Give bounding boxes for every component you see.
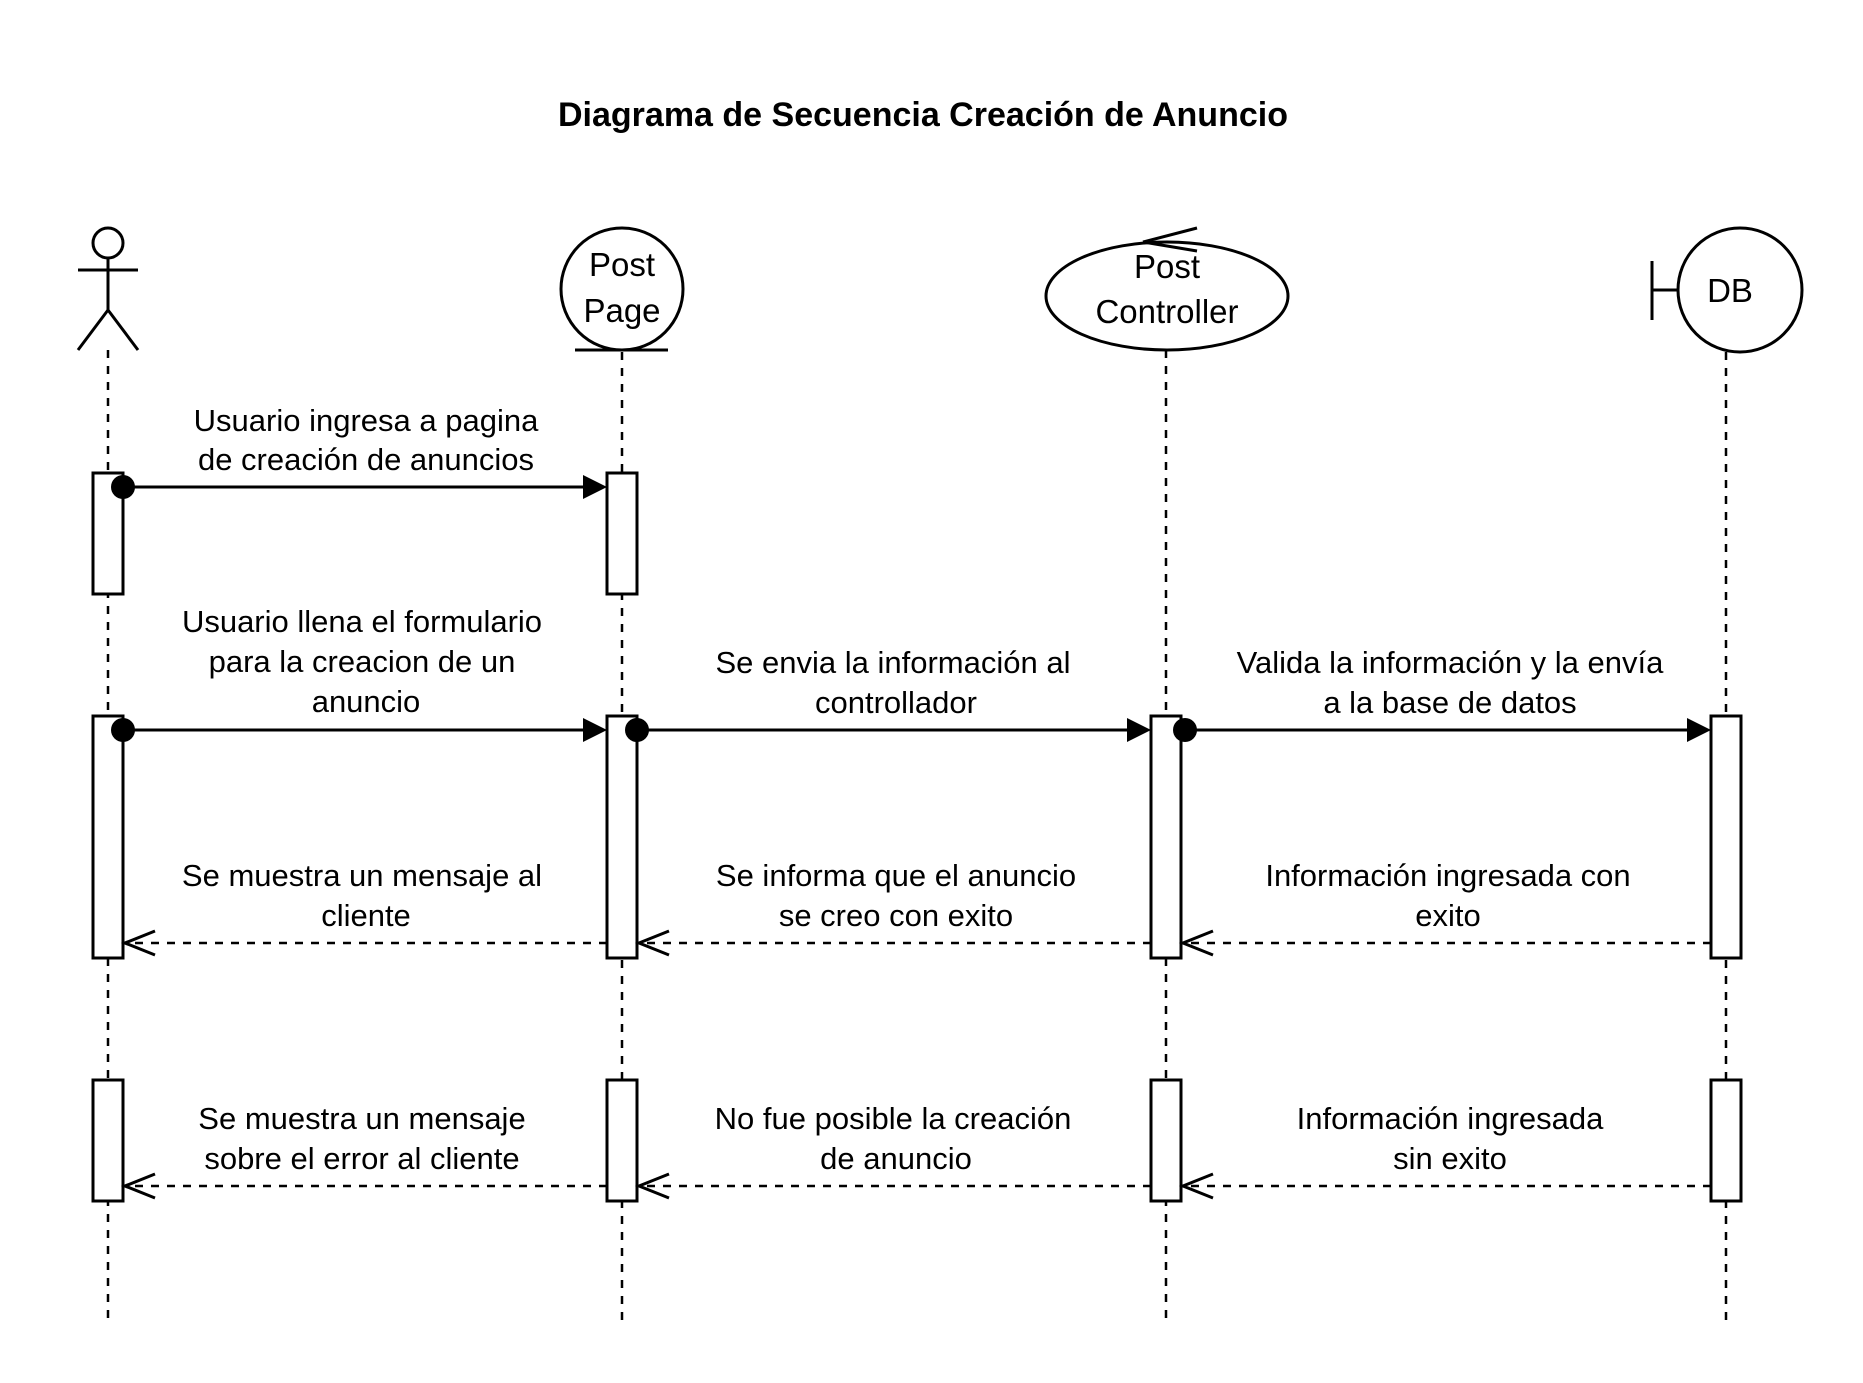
post-page-label-line1: Post [589,246,655,283]
message-label: Se muestra un mensaje al [182,858,542,893]
message-label: Se envia la información al [716,645,1071,680]
return-controller-failure: No fue posible la creación de anuncio [634,1101,1151,1200]
message-label: Información ingresada [1297,1101,1604,1136]
return-page-success: Se muestra un mensaje al cliente [120,858,607,957]
actor-user [76,226,140,351]
return-controller-success: Se informa que el anuncio se creo con ex… [634,858,1151,957]
message-label: Usuario ingresa a pagina [194,403,539,438]
message-label: cliente [321,898,411,933]
activation-page-1 [605,471,639,596]
message-label: Se muestra un mensaje [198,1101,525,1136]
message-label: sobre el error al cliente [204,1141,519,1176]
message-label: Información ingresada con [1265,858,1630,893]
message-label: Usuario llena el formulario [182,604,542,639]
message-label: sin exito [1393,1141,1507,1176]
control-post-controller: Post Controller [1044,226,1290,352]
message-fill-form: Usuario llena el formulario para la crea… [111,604,607,742]
activation-db-2 [1709,1078,1743,1203]
message-label: de anuncio [820,1141,972,1176]
boundary-db: DB [1650,226,1804,354]
message-label: controllador [815,685,977,720]
return-db-success: Información ingresada con exito [1178,858,1711,957]
activation-controller-2 [1149,1078,1183,1203]
message-label: se creo con exito [779,898,1013,933]
post-controller-label-line1: Post [1134,248,1200,285]
message-label: para la creacion de un [209,644,516,679]
message-label: No fue posible la creación [715,1101,1072,1136]
message-label: Valida la información y la envía [1237,645,1665,680]
return-page-failure: Se muestra un mensaje sobre el error al … [120,1101,607,1200]
message-enter-page: Usuario ingresa a pagina de creación de … [111,403,607,499]
diagram-title: Diagrama de Secuencia Creación de Anunci… [558,96,1288,134]
post-page-label-line2: Page [583,292,660,329]
db-label: DB [1707,272,1753,309]
message-label: exito [1415,898,1480,933]
message-label: a la base de datos [1323,685,1576,720]
message-label: de creación de anuncios [198,442,534,477]
message-label: anuncio [312,684,421,719]
message-validate-and-send: Valida la información y la envía a la ba… [1173,645,1711,742]
activation-user-3 [91,1078,125,1203]
return-db-failure: Información ingresada sin exito [1178,1101,1711,1200]
entity-post-page: Post Page [559,226,685,352]
message-send-to-controller: Se envia la información al controllador [625,645,1151,742]
activation-controller-1 [1149,714,1183,960]
post-controller-label-line2: Controller [1095,293,1238,330]
message-label: Se informa que el anuncio [716,858,1076,893]
activation-page-2 [605,714,639,960]
activation-db-1 [1709,714,1743,960]
activation-user-2 [91,714,125,960]
activation-page-3 [605,1078,639,1203]
